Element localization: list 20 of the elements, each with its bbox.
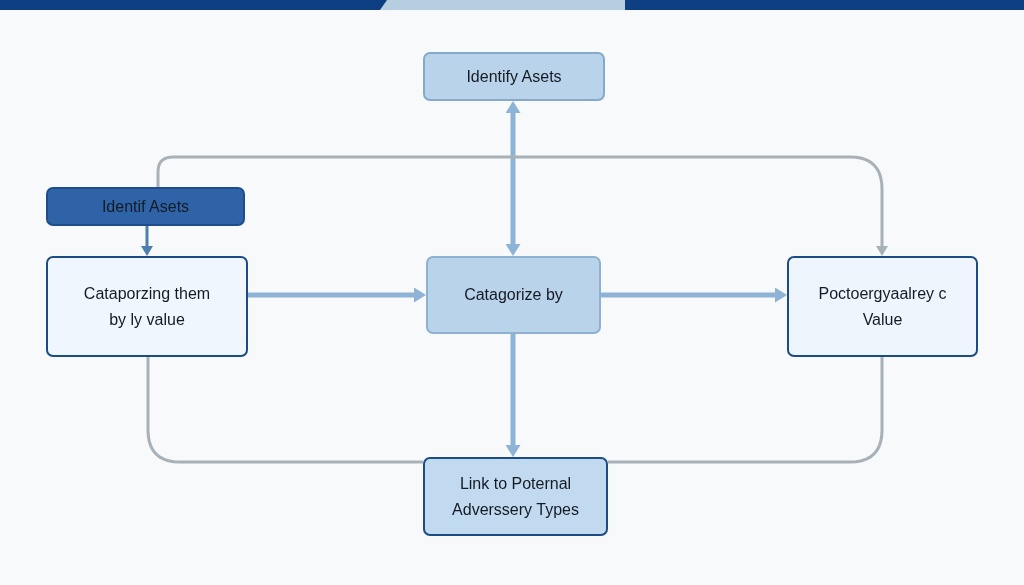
box-label: Identif Asets xyxy=(101,196,190,217)
box-label: Link to Poternal Adverssery Types xyxy=(451,473,580,520)
arrow xyxy=(505,334,521,457)
connector-line xyxy=(146,357,423,464)
process-box xyxy=(46,256,248,357)
arrow xyxy=(248,287,426,303)
double-arrow xyxy=(505,101,521,256)
process-box xyxy=(423,52,605,101)
process-box xyxy=(787,256,978,357)
process-box xyxy=(426,256,601,334)
process-box xyxy=(423,457,608,536)
connector-line xyxy=(608,357,884,464)
arrow xyxy=(601,287,787,303)
process-box xyxy=(46,187,245,226)
box-label: Identify Asets xyxy=(466,66,562,87)
box-label: Catagorize by xyxy=(464,285,563,306)
box-label: Poctoergyaalrey c Value xyxy=(817,283,948,330)
box-label: Cataporzing them by ly value xyxy=(82,283,212,330)
arrow xyxy=(156,155,888,256)
arrow xyxy=(141,226,153,256)
